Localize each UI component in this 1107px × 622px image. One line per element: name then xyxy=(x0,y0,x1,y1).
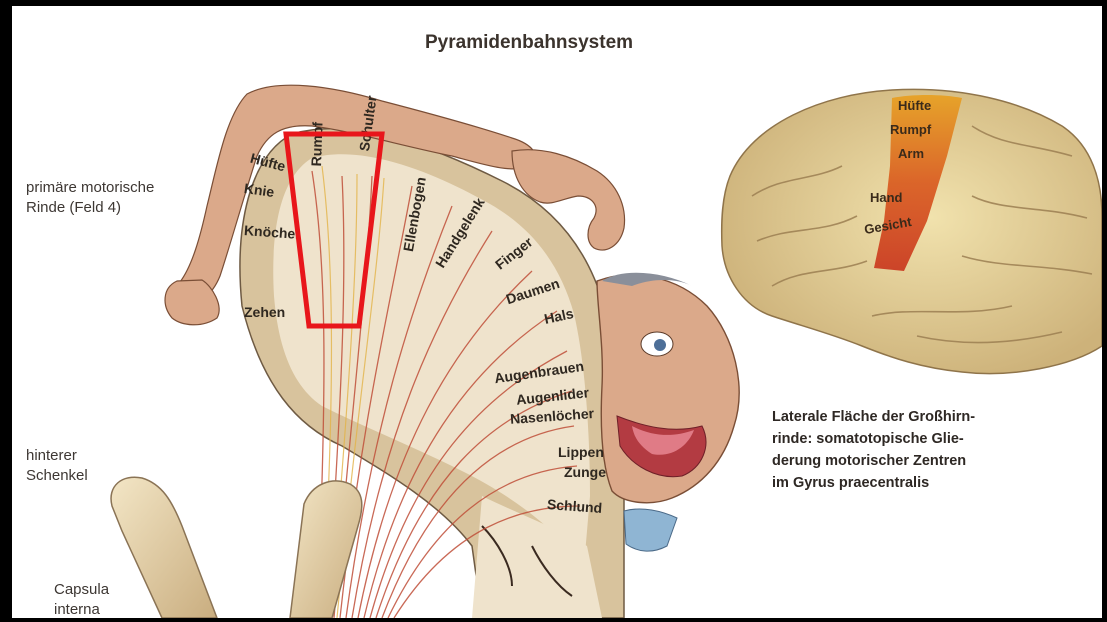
internal-capsule-label-line-1: Capsula xyxy=(54,580,109,600)
brain-label-huefte: Hüfte xyxy=(898,98,931,113)
caption: Laterale Fläche der Großhirn- rinde: som… xyxy=(772,406,975,494)
brain-label-rumpf: Rumpf xyxy=(890,122,931,137)
label-lippen: Lippen xyxy=(558,444,604,460)
posterior-limb-label: hinterer Schenkel xyxy=(26,446,88,486)
posterior-limb-label-line-1: hinterer xyxy=(26,446,88,466)
motor-cortex-label-line-1: primäre motorische xyxy=(26,178,154,198)
capsula-interna xyxy=(111,477,362,618)
internal-capsule-label: Capsula interna xyxy=(54,580,109,618)
label-rumpf: Rumpf xyxy=(308,122,326,167)
page-title: Pyramidenbahnsystem xyxy=(425,32,633,54)
internal-capsule-label-line-2: interna xyxy=(54,600,109,618)
caption-line-2: rinde: somatotopische Glie- xyxy=(772,428,975,450)
caption-line-1: Laterale Fläche der Großhirn- xyxy=(772,406,975,428)
posterior-limb-label-line-2: Schenkel xyxy=(26,466,88,486)
diagram-frame: Pyramidenbahnsystem primäre motorische R… xyxy=(12,6,1102,618)
motor-cortex-label-line-2: Rinde (Feld 4) xyxy=(26,198,154,218)
label-zunge: Zunge xyxy=(564,464,606,480)
brain-label-hand: Hand xyxy=(870,190,903,205)
caption-line-4: im Gyrus praecentralis xyxy=(772,472,975,494)
motor-cortex-label: primäre motorische Rinde (Feld 4) xyxy=(26,178,154,218)
caption-line-3: derung motorischer Zentren xyxy=(772,450,975,472)
brain-label-arm: Arm xyxy=(898,146,924,161)
label-zehen: Zehen xyxy=(244,304,285,320)
